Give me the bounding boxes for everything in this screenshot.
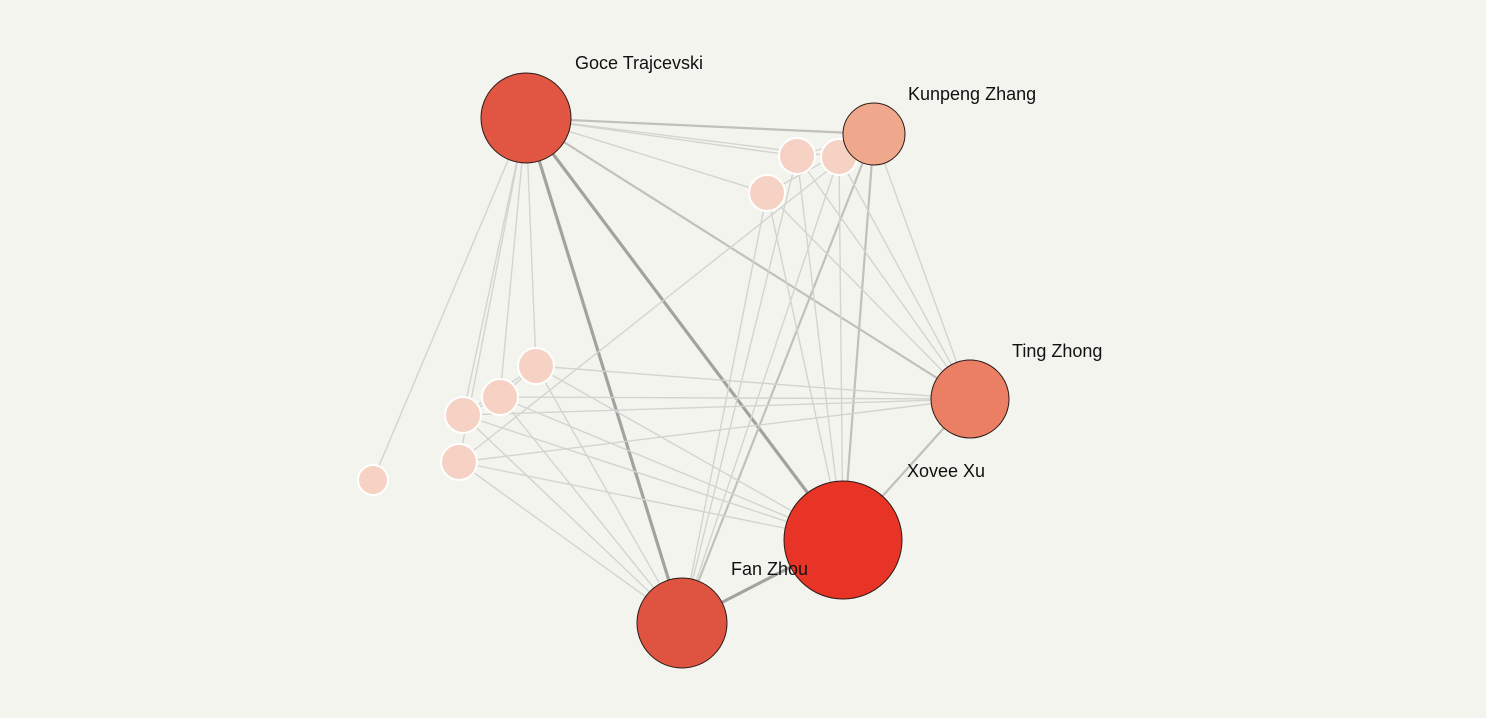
node-m3[interactable] xyxy=(444,396,482,434)
node-m1[interactable] xyxy=(517,347,555,385)
node-fan[interactable] xyxy=(636,577,728,669)
edge-xovee-m2 xyxy=(499,396,844,541)
node-m8[interactable] xyxy=(357,464,389,496)
edge-kunpeng-xovee xyxy=(841,132,876,542)
edge-goce-kunpeng xyxy=(524,116,876,136)
edge-fan-m5 xyxy=(681,192,768,624)
node-label-kunpeng: Kunpeng Zhang xyxy=(908,84,1036,104)
node-layer xyxy=(357,72,1010,669)
node-m4[interactable] xyxy=(440,443,478,481)
edge-xovee-m3 xyxy=(462,414,844,541)
edge-goce-m8 xyxy=(372,117,527,481)
edge-fan-m4 xyxy=(458,461,683,624)
edge-ting-m6 xyxy=(796,155,971,400)
edge-goce-ting xyxy=(524,116,972,401)
edge-xovee-m7 xyxy=(838,156,844,541)
edge-fan-m7 xyxy=(681,156,840,624)
node-label-xovee: Xovee Xu xyxy=(907,461,985,481)
edge-goce-m2 xyxy=(499,117,527,398)
edge-kunpeng-ting xyxy=(873,133,971,400)
node-m2[interactable] xyxy=(481,378,519,416)
node-ting[interactable] xyxy=(930,359,1010,439)
edge-ting-m2 xyxy=(499,396,971,400)
node-label-ting: Ting Zhong xyxy=(1012,341,1102,361)
edge-goce-m6 xyxy=(525,117,798,157)
edge-ting-m5 xyxy=(766,192,971,400)
edge-kunpeng-m4 xyxy=(458,133,875,463)
edge-goce-m3 xyxy=(462,117,527,416)
node-label-goce: Goce Trajcevski xyxy=(575,53,703,73)
edge-ting-m4 xyxy=(458,398,971,463)
edge-ting-m3 xyxy=(462,398,971,416)
edge-ting-m1 xyxy=(535,365,971,400)
node-xovee[interactable] xyxy=(783,480,903,600)
node-m6[interactable] xyxy=(778,137,816,175)
edge-kunpeng-fan xyxy=(680,132,876,625)
edge-fan-m3 xyxy=(462,414,683,624)
edge-fan-m6 xyxy=(681,155,798,624)
node-kunpeng[interactable] xyxy=(842,102,906,166)
edge-goce-xovee xyxy=(524,116,845,542)
edge-xovee-m6 xyxy=(796,155,844,541)
node-m5[interactable] xyxy=(748,174,786,212)
edge-fan-m2 xyxy=(499,396,683,624)
node-goce[interactable] xyxy=(480,72,572,164)
node-label-fan: Fan Zhou xyxy=(731,559,808,579)
edge-ting-m7 xyxy=(838,156,971,400)
edge-xovee-m4 xyxy=(458,461,844,541)
edge-fan-m1 xyxy=(535,365,683,624)
